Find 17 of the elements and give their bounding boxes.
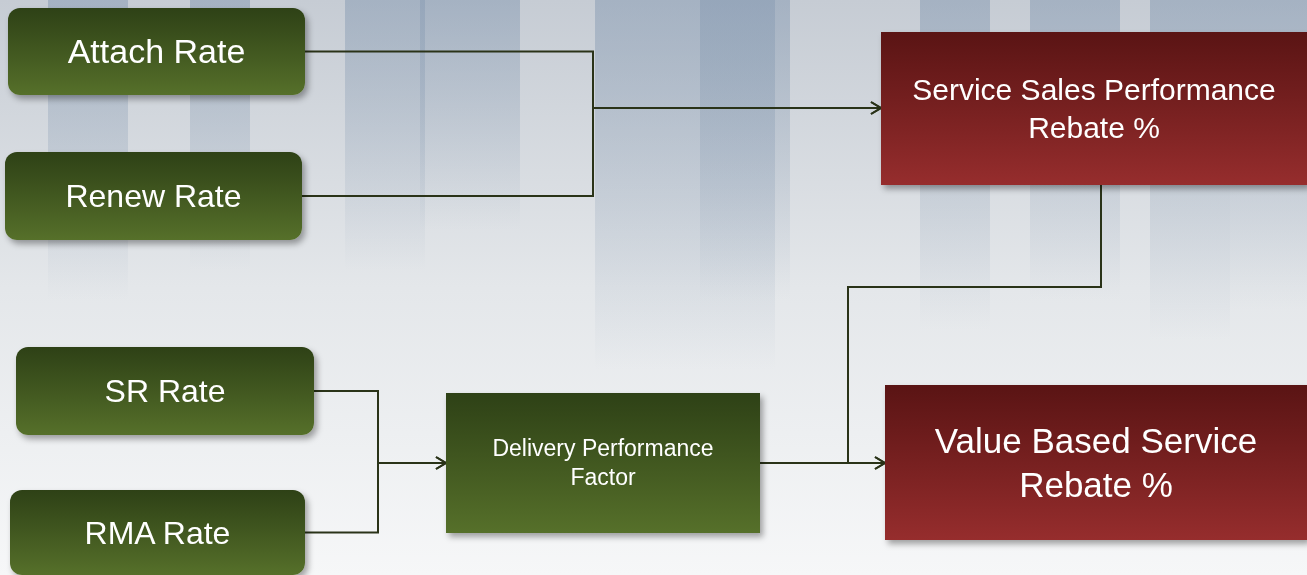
box-label: SR Rate	[104, 372, 226, 411]
rate-box	[8, 8, 305, 95]
arrow	[304, 456, 447, 534]
box-label: Attach Rate	[67, 31, 246, 73]
box-label: Delivery Performance Factor	[491, 434, 715, 492]
rate-box	[10, 490, 305, 575]
rate-box	[5, 152, 302, 240]
rebate-box	[885, 385, 1307, 540]
rate-box	[16, 347, 314, 435]
box-label: Service Sales Performance Rebate %	[911, 72, 1277, 146]
rebate-box	[881, 32, 1307, 185]
box-label: RMA Rate	[84, 513, 231, 553]
box-label: Renew Rate	[65, 177, 242, 216]
factor-box	[446, 393, 760, 533]
box-label: Value Based Service Rebate %	[933, 419, 1259, 506]
arrow	[847, 184, 1102, 470]
arrow	[301, 101, 882, 197]
